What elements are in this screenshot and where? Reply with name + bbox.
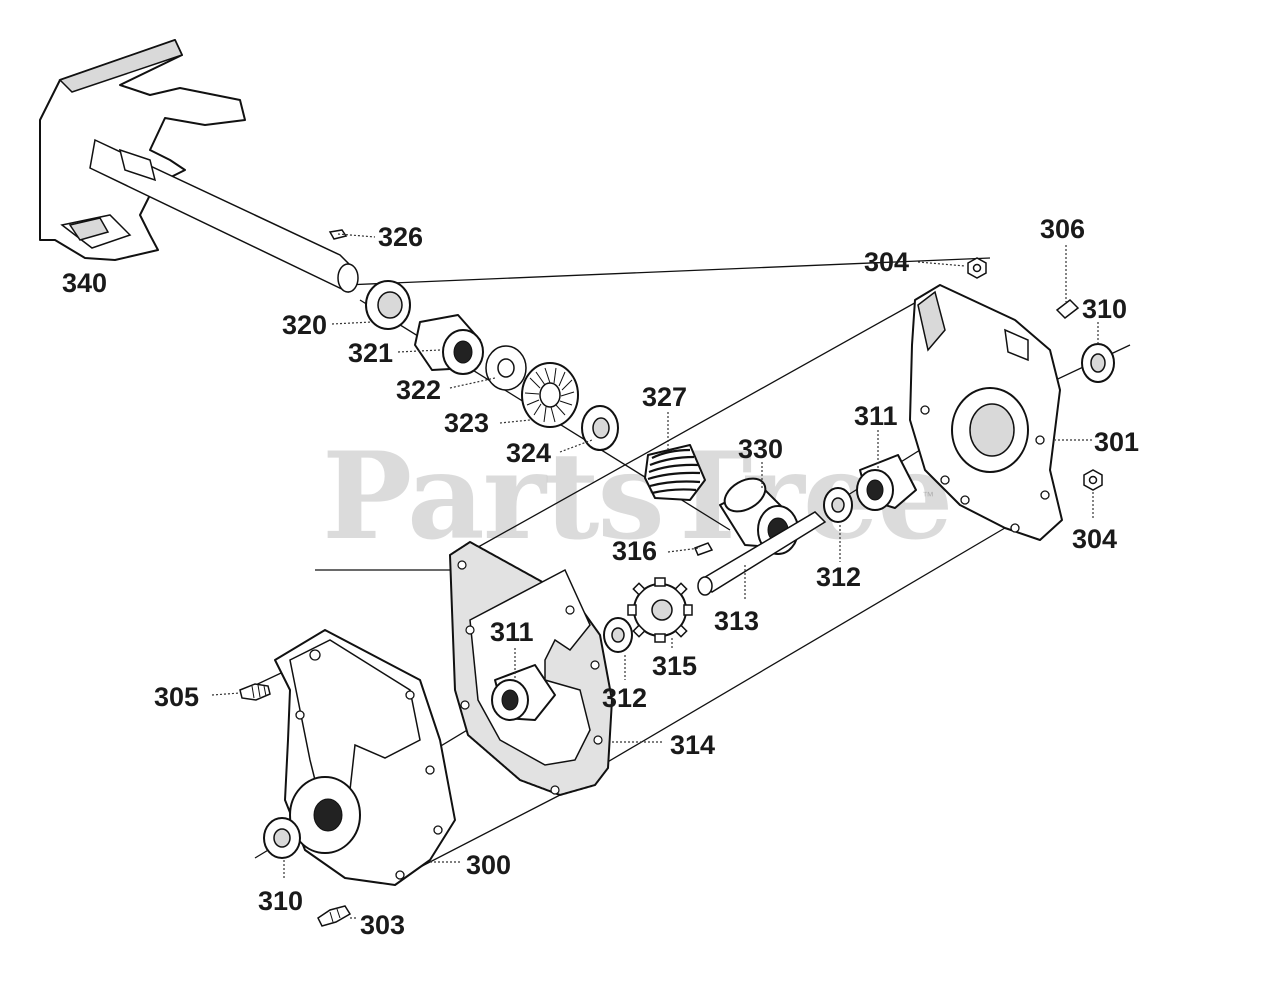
washer-part-322 [485,345,527,391]
thrust-bearing-part-323 [521,362,579,428]
label-312-right: 312 [816,562,861,592]
bushing-part-321 [414,314,484,375]
screw-part-305 [239,683,271,701]
washer-part-312-right [823,487,853,523]
label-311-right: 311 [854,401,898,431]
label-322: 322 [396,375,441,405]
seal-part-310-right [1081,343,1115,383]
part-labels: 326 340 320 321 322 323 324 327 330 311 … [62,214,1139,940]
label-300: 300 [466,850,511,880]
label-304-bottom: 304 [1072,524,1117,554]
bushing-part-311-left [491,664,556,721]
shaft-part-313 [697,511,827,596]
leader-lines [211,233,1099,919]
label-306: 306 [1040,214,1085,244]
label-314: 314 [670,730,715,760]
bolt-part-303 [317,905,352,927]
label-310-left: 310 [258,886,303,916]
label-324: 324 [506,438,551,468]
label-321: 321 [348,338,393,368]
label-326: 326 [378,222,423,252]
seal-part-310-left [263,817,301,859]
label-327: 327 [642,382,687,412]
label-305: 305 [154,682,199,712]
housing-part-301 [909,284,1063,541]
washer-part-312-left [603,617,633,653]
label-330: 330 [738,434,783,464]
label-301: 301 [1094,427,1139,457]
label-313: 313 [714,606,759,636]
label-311-left: 311 [490,617,534,647]
watermark-trademark: ™ [922,489,934,503]
nut-part-304-bottom [1083,469,1103,491]
label-315: 315 [652,651,697,681]
worm-gear-part-327 [644,444,706,501]
label-310-right: 310 [1082,294,1127,324]
washer-part-324 [581,405,619,451]
label-320: 320 [282,310,327,340]
label-316: 316 [612,536,657,566]
housing-part-300 [274,629,456,886]
label-304-top: 304 [864,247,909,277]
label-340: 340 [62,268,107,298]
screw-part-306 [1055,299,1080,319]
key-part-316 [694,542,714,556]
nut-part-304-top [967,257,987,279]
label-323: 323 [444,408,489,438]
bearing-part-320 [365,280,411,330]
label-312-left: 312 [602,683,647,713]
spur-gear-part-315 [627,577,693,643]
label-303: 303 [360,910,405,940]
bushing-part-311-right [856,454,917,511]
auger-impeller-part-340 [39,39,359,294]
